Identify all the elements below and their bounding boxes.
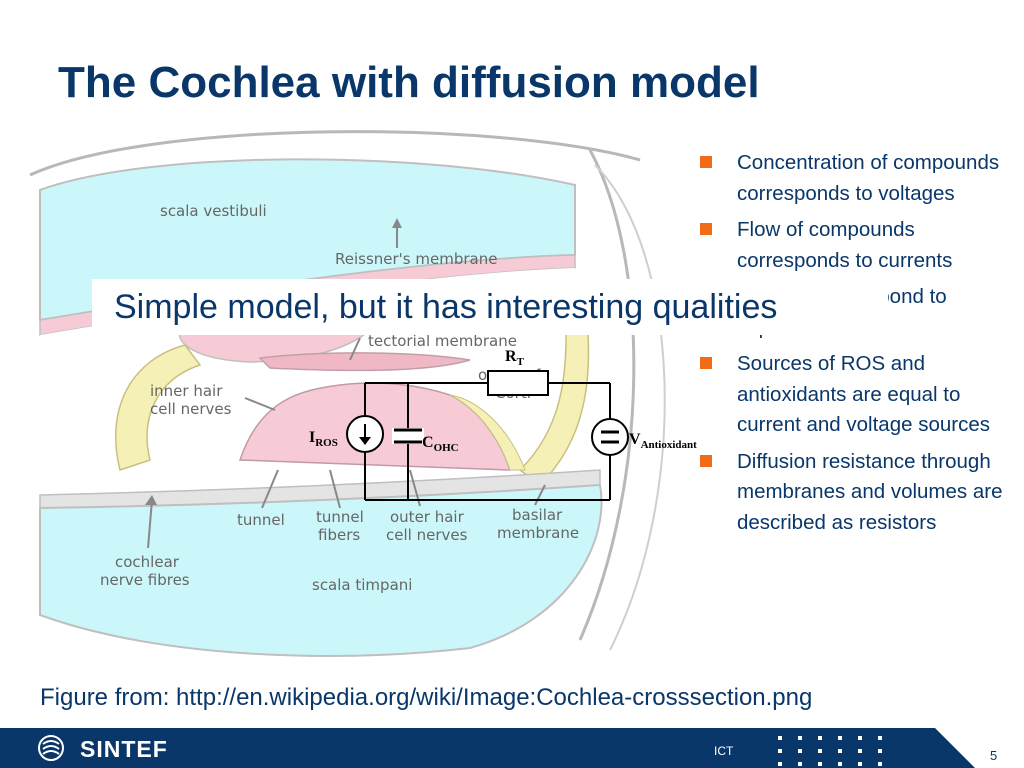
bullet-item: Concentration of compounds corresponds t… — [700, 148, 1010, 209]
label-tunnel-fibers-line2: fibers — [318, 526, 360, 544]
label-basilar-line1: basilar — [512, 506, 563, 524]
label-outer-hair-line2: cell nerves — [386, 526, 468, 544]
label-reissners-membrane: Reissner's membrane — [335, 250, 497, 268]
label-cochlear-line2: nerve fibres — [100, 571, 190, 589]
division-label: ICT — [714, 744, 733, 758]
sintef-logo-text: SINTEF — [80, 736, 168, 763]
bullet-item: Diffusion resistance through membranes a… — [700, 447, 1010, 539]
label-scala-timpani: scala timpani — [312, 576, 412, 594]
bullet-square-icon — [700, 156, 712, 168]
bullet-square-icon — [700, 223, 712, 235]
bullet-list: Concentration of compounds corresponds t… — [700, 148, 1010, 544]
bullet-item: Sources of ROS and antioxidants are equa… — [700, 349, 1010, 441]
page-number: 5 — [990, 748, 997, 763]
bullet-square-icon — [700, 455, 712, 467]
slide-title: The Cochlea with diffusion model — [58, 58, 760, 108]
label-inner-hair-line1: inner hair — [150, 382, 223, 400]
voltage-source-icon — [592, 419, 628, 455]
bullet-item: Flow of compounds corresponds to current… — [700, 215, 1010, 276]
label-tunnel-fibers-line1: tunnel — [316, 508, 364, 526]
label-inner-hair-line2: cell nerves — [150, 400, 232, 418]
label-basilar-line2: membrane — [497, 524, 579, 542]
resistor-rt — [488, 371, 548, 395]
label-cochlear-line1: cochlear — [115, 553, 180, 571]
capacitor-icon — [392, 428, 424, 444]
bullet-square-icon — [700, 357, 712, 369]
label-outer-hair-line1: outer hair — [390, 508, 465, 526]
cochlea-illustration: scala vestibuli Reissner's membrane tect… — [30, 132, 665, 656]
figure-caption: Figure from: http://en.wikipedia.org/wik… — [40, 684, 812, 712]
label-tunnel: tunnel — [237, 511, 285, 529]
current-source-icon — [347, 416, 383, 452]
label-scala-vestibuli: scala vestibuli — [160, 202, 267, 220]
callout-box: Simple model, but it has interesting qua… — [92, 279, 888, 335]
